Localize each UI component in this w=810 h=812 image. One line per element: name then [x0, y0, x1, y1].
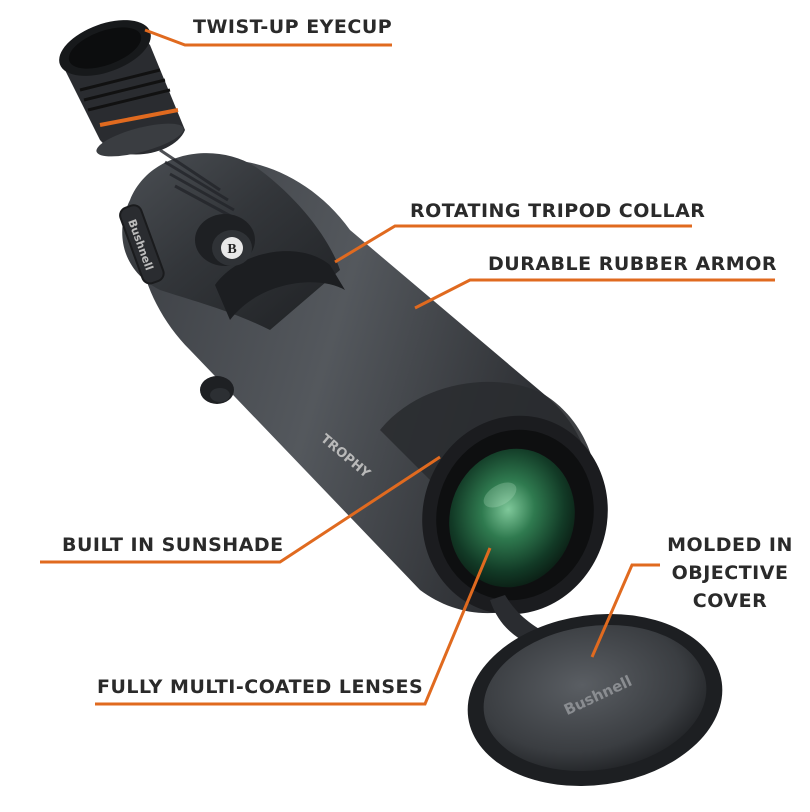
callout-collar: ROTATING TRIPOD COLLAR [410, 200, 706, 222]
objective-lens [422, 415, 608, 615]
focus-knob: B [195, 214, 255, 266]
callout-lenses: FULLY MULTI-COATED LENSES [97, 676, 424, 698]
tripod-screw [200, 376, 234, 404]
leader-lenses [95, 547, 492, 706]
callout-cover-line1: MOLDED IN [667, 534, 793, 556]
callout-cover-line3: COVER [692, 590, 768, 612]
leader-eyecup [144, 28, 392, 47]
callout-leaders [40, 28, 775, 706]
callout-cover: MOLDED IN OBJECTIVE COVER [660, 531, 800, 615]
eyepiece [59, 20, 185, 157]
svg-text:B: B [227, 242, 236, 257]
leader-armor [414, 278, 775, 310]
leader-sunshade [40, 455, 441, 564]
side-brand-badge: Bushnell [119, 204, 165, 285]
callout-armor: DURABLE RUBBER ARMOR [488, 253, 777, 275]
leader-cover [590, 563, 660, 658]
leader-collar [334, 224, 692, 264]
callout-cover-line2: OBJECTIVE [671, 562, 789, 584]
callout-eyecup: TWIST-UP EYECUP [193, 16, 393, 38]
callout-sunshade: BUILT IN SUNSHADE [62, 534, 284, 556]
eyecup-ribs [79, 68, 171, 112]
lens-cover: Bushnell [467, 613, 723, 787]
